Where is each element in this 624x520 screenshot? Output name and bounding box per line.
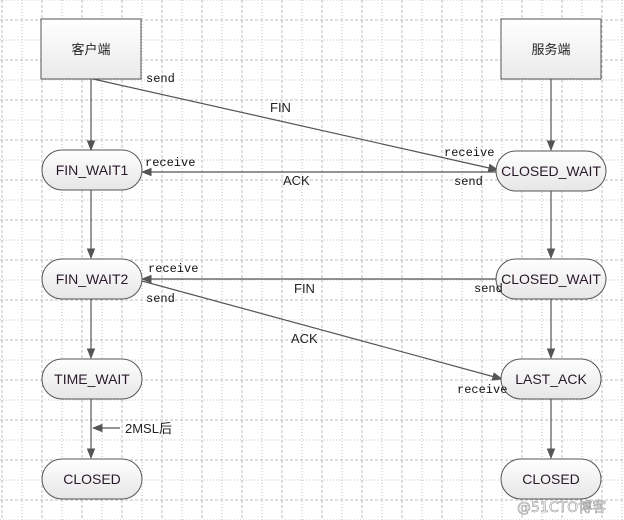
state-label: FIN_WAIT2 [56, 271, 129, 287]
client-state-closed: CLOSED [41, 458, 143, 500]
server-state-closed-wait-2: CLOSED_WAIT [495, 258, 607, 300]
state-label: CLOSED [63, 471, 121, 487]
ack1-send-label: send [454, 175, 483, 189]
state-label: CLOSED_WAIT [501, 163, 601, 179]
state-label: FIN_WAIT1 [56, 162, 129, 178]
watermark: @51CTO博客 [517, 499, 606, 516]
server-state-closed: CLOSED [500, 458, 602, 500]
fin2-receive-label: receive [148, 262, 198, 276]
ack1-receive-label: receive [145, 156, 195, 170]
fin1-receive-label: receive [444, 146, 494, 160]
client-actor-box: 客户端 [40, 18, 142, 80]
state-label: LAST_ACK [515, 371, 587, 387]
client-state-time-wait: TIME_WAIT [41, 358, 143, 400]
client-state-fin-wait1: FIN_WAIT1 [41, 149, 143, 191]
client-actor-label: 客户端 [71, 42, 110, 58]
state-label: CLOSED_WAIT [501, 271, 601, 287]
fin2-send-label: send [474, 282, 503, 296]
fin2-label: FIN [294, 281, 315, 296]
fin1-label: FIN [270, 100, 291, 115]
fin1-send-label: send [146, 72, 175, 86]
ack2-send-label: send [146, 292, 175, 306]
server-state-closed-wait-1: CLOSED_WAIT [495, 150, 607, 192]
server-actor-label: 服务端 [531, 42, 570, 58]
ack2-message-arrow [141, 280, 504, 381]
ack2-receive-label: receive [457, 383, 507, 397]
server-actor-box: 服务端 [500, 18, 602, 80]
fin1-message-arrow [92, 78, 500, 173]
timer-label: 2MSL后 [125, 421, 172, 436]
ack2-label: ACK [291, 331, 318, 346]
state-label: TIME_WAIT [54, 371, 130, 387]
state-label: CLOSED [522, 471, 580, 487]
ack1-label: ACK [283, 173, 310, 188]
client-state-fin-wait2: FIN_WAIT2 [41, 258, 143, 300]
server-state-last-ack: LAST_ACK [500, 358, 602, 400]
